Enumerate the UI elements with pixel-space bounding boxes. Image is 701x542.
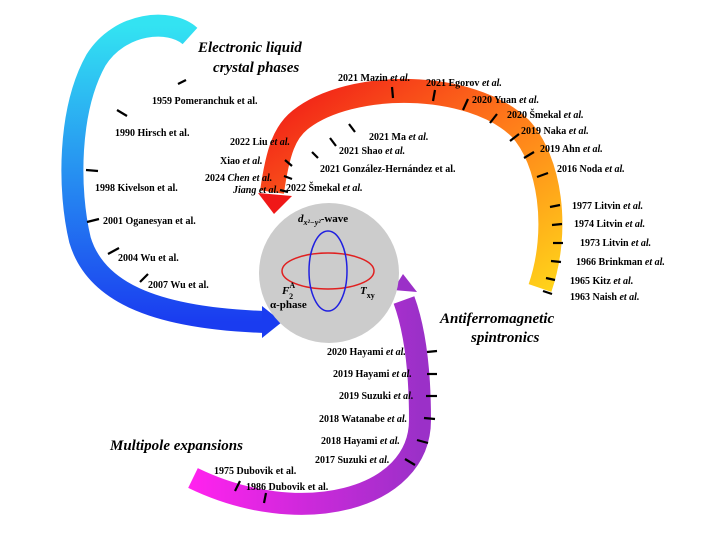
citation-antiferro-outer-8: 1974 Litvin et al. xyxy=(574,219,645,230)
citation-antiferro-outer-10: 1966 Brinkman et al. xyxy=(576,257,665,268)
title-antiferro-line2: spintronics xyxy=(470,330,540,346)
citation-antiferro-outer-2: 2020 Yuan et al. xyxy=(472,95,539,106)
center-disk xyxy=(259,203,399,343)
citation-antiferro-outer-0: 2021 Mazin et al. xyxy=(338,73,410,84)
citation-liquid-crystal-0: 1959 Pomeranchuk et al. xyxy=(152,96,258,107)
citation-liquid-crystal-4: 2004 Wu et al. xyxy=(118,253,179,264)
citation-antiferro-inner-6: 2024 Chen et al. xyxy=(205,173,272,184)
citation-multipole-6: 1975 Dubovik et al. xyxy=(214,466,297,477)
citation-antiferro-inner-5: Xiao et al. xyxy=(220,156,263,167)
citation-multipole-2: 2019 Suzuki et al. xyxy=(339,391,413,402)
citation-antiferro-outer-12: 1963 Naish et al. xyxy=(570,292,639,303)
citation-antiferro-outer-1: 2021 Egorov et al. xyxy=(426,78,502,89)
citation-antiferro-outer-3: 2020 Šmekal et al. xyxy=(507,108,584,121)
citation-antiferro-outer-6: 2016 Noda et al. xyxy=(557,164,625,175)
blue-ellipse xyxy=(308,230,348,312)
citation-ticks xyxy=(85,79,563,504)
citation-multipole-1: 2019 Hayami et al. xyxy=(333,369,412,380)
title-liquid-crystal-line1: Electronic liquid xyxy=(197,40,302,56)
citation-antiferro-outer-9: 1973 Litvin et al. xyxy=(580,238,651,249)
citation-antiferro-outer-11: 1965 Kitz et al. xyxy=(570,276,633,287)
citation-labels: 1959 Pomeranchuk et al. 1990 Hirsch et al… xyxy=(95,73,665,493)
citation-antiferro-inner-3: 2022 Šmekal et al. xyxy=(286,181,363,194)
citation-multipole-5: 2017 Suzuki et al. xyxy=(315,455,389,466)
citation-antiferro-inner-0: 2021 Ma et al. xyxy=(369,132,428,143)
citation-multipole-7: 1986 Dubovik et al. xyxy=(246,482,329,493)
multipole-arrowhead xyxy=(393,274,417,292)
title-liquid-crystal-line2: crystal phases xyxy=(213,60,299,76)
liquid-crystal-arc xyxy=(61,14,266,333)
center-label-txy: Txy xyxy=(360,285,375,300)
citation-multipole-0: 2020 Hayami et al. xyxy=(327,347,406,358)
citation-antiferro-outer-7: 1977 Litvin et al. xyxy=(572,201,643,212)
red-ellipse xyxy=(281,252,375,290)
citation-liquid-crystal-5: 2007 Wu et al. xyxy=(148,280,209,291)
citation-antiferro-outer-4: 2019 Naka et al. xyxy=(521,126,589,137)
citation-antiferro-outer-5: 2019 Ahn et al. xyxy=(540,144,603,155)
liquid-crystal-arrowhead xyxy=(262,306,282,338)
citation-multipole-4: 2018 Hayami et al. xyxy=(321,436,400,447)
center-label-dwave: dx²−y²-wave xyxy=(298,213,348,227)
multipole-arc xyxy=(188,296,432,515)
title-multipole: Multipole expansions xyxy=(109,438,243,454)
citation-liquid-crystal-3: 2001 Oganesyan et al. xyxy=(103,216,196,227)
citation-liquid-crystal-1: 1990 Hirsch et al. xyxy=(115,128,190,139)
antiferro-arrowhead xyxy=(258,193,292,214)
antiferro-arc xyxy=(260,79,563,292)
citation-liquid-crystal-2: 1998 Kivelson et al. xyxy=(95,183,178,194)
center-label-alpha: α-phase xyxy=(270,299,307,311)
citation-antiferro-inner-2: 2021 González-Hernández et al. xyxy=(320,164,456,175)
title-antiferro-line1: Antiferromagnetic xyxy=(439,311,555,327)
citation-antiferro-inner-7: Jiang et al. xyxy=(232,185,279,196)
citation-multipole-3: 2018 Watanabe et al. xyxy=(319,414,407,425)
citation-antiferro-inner-4: 2022 Liu et al. xyxy=(230,137,290,148)
citation-antiferro-inner-1: 2021 Shao et al. xyxy=(339,146,405,157)
